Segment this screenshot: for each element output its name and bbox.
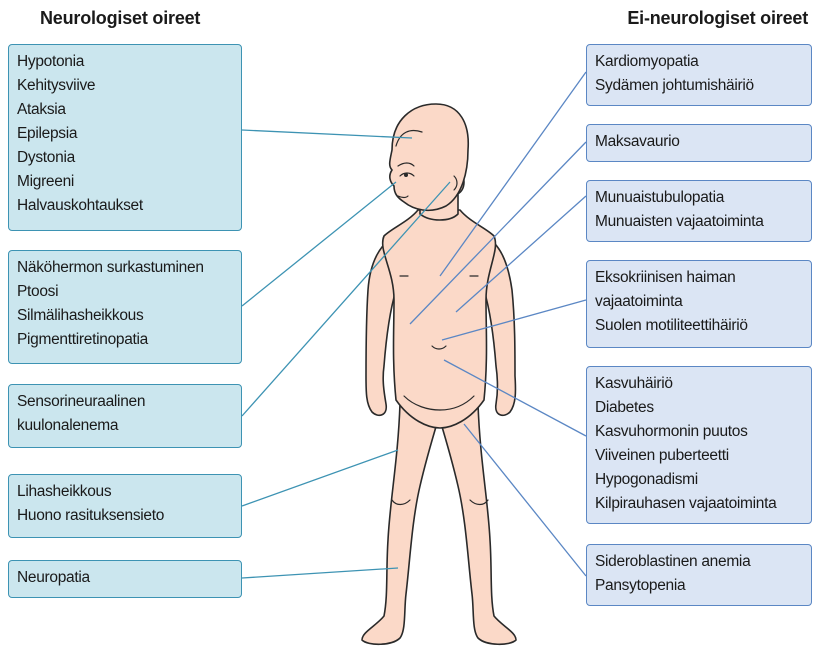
list-item: Kardiomyopatia <box>595 50 803 74</box>
list-item: Halvauskohtaukset <box>17 194 233 218</box>
list-item: Viiveinen puberteetti <box>595 444 803 468</box>
list-item: Pigmenttiretinopatia <box>17 328 233 352</box>
list-item: Hypotonia <box>17 50 233 74</box>
list-item: Sideroblastinen anemia <box>595 550 803 574</box>
list-item: Kehitysviive <box>17 74 233 98</box>
list-item: Suolen motiliteettihäiriö <box>595 314 803 338</box>
list-item: Epilepsia <box>17 122 233 146</box>
organ-box-liver: Maksavaurio <box>586 124 812 162</box>
list-item: Sensorineuraalinen <box>17 390 233 414</box>
connector-neuro-nerve <box>242 568 398 578</box>
list-item: vajaatoiminta <box>595 290 803 314</box>
list-item: Eksokriinisen haiman <box>595 266 803 290</box>
organ-box-endocrine: Kasvuhäiriö Diabetes Kasvuhormonin puuto… <box>586 366 812 524</box>
organ-box-heart: Kardiomyopatia Sydämen johtumishäiriö <box>586 44 812 106</box>
list-item: Hypogonadismi <box>595 468 803 492</box>
organ-box-pancreas-gut: Eksokriinisen haiman vajaatoiminta Suole… <box>586 260 812 348</box>
list-item: Pansytopenia <box>595 574 803 598</box>
organ-box-kidney: Munuaistubulopatia Munuaisten vajaatoimi… <box>586 180 812 242</box>
list-item: Dystonia <box>17 146 233 170</box>
list-item: Maksavaurio <box>595 130 803 154</box>
list-item: Sydämen johtumishäiriö <box>595 74 803 98</box>
list-item: Munuaisten vajaatoiminta <box>595 210 803 234</box>
list-item: Neuropatia <box>17 566 233 590</box>
list-item: Munuaistubulopatia <box>595 186 803 210</box>
neuro-box-cns: Hypotonia Kehitysviive Ataksia Epilepsia… <box>8 44 242 231</box>
right-leg <box>440 404 516 644</box>
left-leg <box>362 404 438 644</box>
neuro-box-nerve: Neuropatia <box>8 560 242 598</box>
list-item: Kasvuhäiriö <box>595 372 803 396</box>
head <box>390 104 469 210</box>
list-item: Ataksia <box>17 98 233 122</box>
list-item: Lihasheikkous <box>17 480 233 504</box>
list-item: Silmälihasheikkous <box>17 304 233 328</box>
list-item: Kasvuhormonin puutos <box>595 420 803 444</box>
list-item: Diabetes <box>595 396 803 420</box>
list-item: kuulonalenema <box>17 414 233 438</box>
list-item: Kilpirauhasen vajaatoiminta <box>595 492 803 516</box>
list-item: Ptoosi <box>17 280 233 304</box>
connector-neuro-brain <box>242 130 412 138</box>
organ-box-blood: Sideroblastinen anemia Pansytopenia <box>586 544 812 606</box>
eye-pupil <box>404 173 408 177</box>
neuro-box-eye: Näköhermon surkastuminen Ptoosi Silmälih… <box>8 250 242 364</box>
neuro-box-muscle: Lihasheikkous Huono rasituksensieto <box>8 474 242 538</box>
list-item: Huono rasituksensieto <box>17 504 233 528</box>
torso <box>383 210 496 428</box>
list-item: Näköhermon surkastuminen <box>17 256 233 280</box>
child-body-figure <box>362 104 516 644</box>
neuro-box-hearing: Sensorineuraalinen kuulonalenema <box>8 384 242 448</box>
connector-neuro-muscle <box>242 450 398 506</box>
list-item: Migreeni <box>17 170 233 194</box>
